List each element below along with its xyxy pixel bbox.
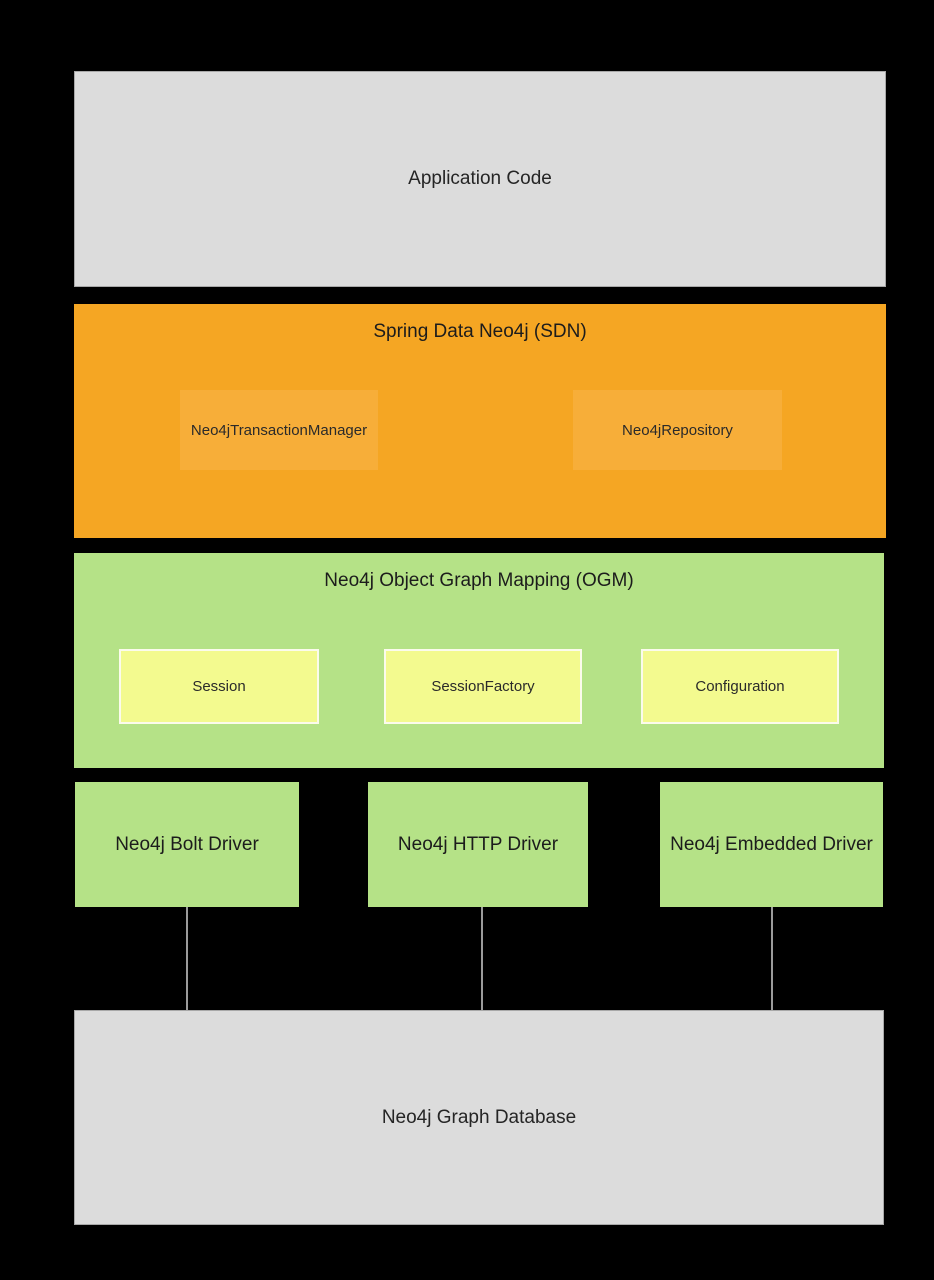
graph-database-box: Neo4j Graph Database xyxy=(74,1010,884,1225)
session-box: Session xyxy=(119,649,319,724)
application-code-label: Application Code xyxy=(408,168,552,189)
neo4j-transaction-manager-label: Neo4jTransactionManager xyxy=(190,421,368,439)
embedded-driver-label: Neo4j Embedded Driver xyxy=(670,833,873,855)
configuration-label: Configuration xyxy=(695,678,785,695)
bolt-driver-label: Neo4j Bolt Driver xyxy=(115,833,259,855)
neo4j-repository-box: Neo4jRepository xyxy=(573,390,782,470)
sdn-layer-title: Spring Data Neo4j (SDN) xyxy=(373,321,587,342)
application-code-box: Application Code xyxy=(74,71,886,287)
neo4j-transaction-manager-box: Neo4jTransactionManager xyxy=(180,390,378,470)
session-factory-box: SessionFactory xyxy=(384,649,582,724)
http-driver-label: Neo4j HTTP Driver xyxy=(397,833,559,855)
configuration-box: Configuration xyxy=(641,649,839,724)
session-label: Session xyxy=(192,678,246,695)
ogm-layer-title: Neo4j Object Graph Mapping (OGM) xyxy=(324,570,634,591)
embedded-driver-box: Neo4j Embedded Driver xyxy=(660,782,883,907)
ogm-layer-box: Neo4j Object Graph Mapping (OGM) Session… xyxy=(74,553,884,768)
session-factory-label: SessionFactory xyxy=(431,678,535,695)
bolt-driver-connector-line xyxy=(186,907,188,1010)
embedded-driver-connector-line xyxy=(771,907,773,1010)
sdn-layer-box: Spring Data Neo4j (SDN) Neo4jTransaction… xyxy=(74,304,886,538)
http-driver-box: Neo4j HTTP Driver xyxy=(368,782,588,907)
graph-database-label: Neo4j Graph Database xyxy=(381,1106,577,1128)
bolt-driver-box: Neo4j Bolt Driver xyxy=(75,782,299,907)
neo4j-repository-label: Neo4jRepository xyxy=(622,421,733,439)
http-driver-connector-line xyxy=(481,907,483,1010)
